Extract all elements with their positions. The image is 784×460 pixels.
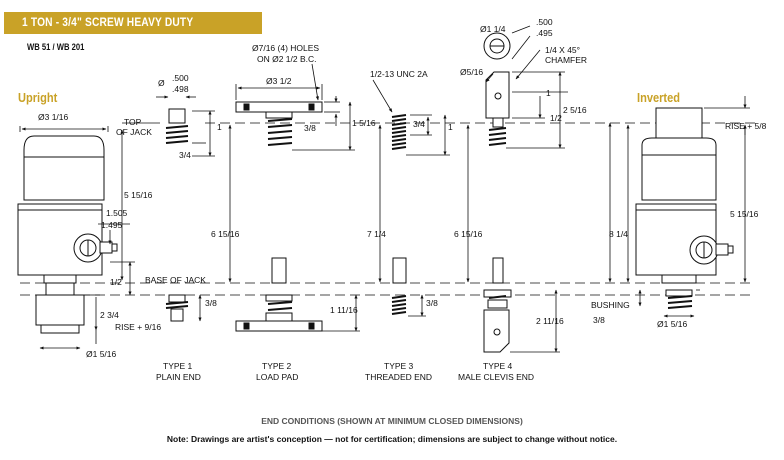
type1-name: TYPE 1 <box>163 361 193 371</box>
label-bushing: BUSHING <box>591 300 630 310</box>
dim-type1-one: 1 <box>217 122 222 132</box>
dim-rise-nine-sixteenths: RISE + 9/16 <box>115 322 161 332</box>
upright-label: Upright <box>18 90 58 105</box>
inverted-jack <box>635 107 734 309</box>
dim-thread-spec: 1/2-13 UNC 2A <box>370 69 428 79</box>
dim-body-height: 5 15/16 <box>124 190 153 200</box>
dim-shank-dia-low: .498 <box>172 84 189 94</box>
dim-type1-three-quarter: 3/4 <box>179 150 191 160</box>
type1-dims <box>156 95 215 322</box>
type2-name: TYPE 2 <box>262 361 292 371</box>
type2-drawing <box>235 101 323 332</box>
dim-rise-five-eighths: RISE + 5/8 <box>725 121 767 131</box>
dim-type2-six-fifteen-sixteenths: 6 15/16 <box>211 229 240 239</box>
dim-type4-one: 1 <box>546 88 551 98</box>
end-conditions-caption: END CONDITIONS (SHOWN AT MINIMUM CLOSED … <box>261 416 523 426</box>
dim-tolerance-low: 1.495 <box>101 220 123 230</box>
dim-bushing-three-eighths: 3/8 <box>593 315 605 325</box>
type3-name: TYPE 3 <box>384 361 414 371</box>
dim-type4-half: 1/2 <box>550 113 562 123</box>
inverted-dims <box>608 96 750 318</box>
type4-name: TYPE 4 <box>483 361 513 371</box>
type1-drawing <box>165 108 189 322</box>
dim-inverted-eight-quarter: 8 1/4 <box>609 229 628 239</box>
dim-type2-one-eleven-sixteenths: 1 11/16 <box>330 305 358 315</box>
type3-dims <box>372 79 450 317</box>
dim-clevis-width-high: .500 <box>536 17 553 27</box>
type4-drawing <box>483 32 512 353</box>
dim-clevis-width-low: .495 <box>536 28 553 38</box>
dim-type3-seven-quarter: 7 1/4 <box>367 229 386 239</box>
dim-type2-one-five-sixteenths: 1 5/16 <box>352 118 376 128</box>
type1-desc: PLAIN END <box>156 372 201 382</box>
page-title: 1 TON - 3/4" SCREW HEAVY DUTY <box>22 15 194 29</box>
dim-type2-three-eighths: 3/8 <box>304 123 316 133</box>
dim-shank-dia-symbol: Ø <box>158 78 165 88</box>
dim-inverted-body-height: 5 15/16 <box>730 209 759 219</box>
label-top-of-jack-2: OF JACK <box>116 127 152 137</box>
dim-two-three-quarter: 2 3/4 <box>100 310 119 320</box>
dim-holes-line1: Ø7/16 (4) HOLES <box>252 43 319 53</box>
dim-chamfer-line1: 1/4 X 45° <box>545 45 580 55</box>
dim-upright-top-diameter: Ø3 1/16 <box>38 112 69 122</box>
dim-pad-diameter: Ø3 1/2 <box>266 76 292 86</box>
dim-clevis-diameter: Ø1 1/4 <box>480 24 506 34</box>
dim-shank-dia-high: .500 <box>172 73 189 83</box>
dim-type4-six-fifteen-sixteenths: 6 15/16 <box>454 229 483 239</box>
dim-type4-two-eleven-sixteenths: 2 11/16 <box>536 316 564 326</box>
dim-half: 1/2 <box>110 277 122 287</box>
disclaimer-note: Note: Drawings are artist's conception —… <box>166 434 618 444</box>
inverted-label: Inverted <box>637 90 680 105</box>
dim-inverted-bottom-diameter: Ø1 5/16 <box>657 319 688 329</box>
title-bar <box>4 12 262 34</box>
dim-type1-three-eighths: 3/8 <box>205 298 217 308</box>
dim-type3-three-eighths: 3/8 <box>426 298 438 308</box>
type2-desc: LOAD PAD <box>256 372 298 382</box>
label-base-of-jack: BASE OF JACK <box>145 275 206 285</box>
type3-desc: THREADED END <box>365 372 432 382</box>
dim-holes-line2: ON Ø2 1/2 B.C. <box>257 54 317 64</box>
model-numbers: WB 51 / WB 201 <box>27 42 85 52</box>
type3-drawing <box>391 114 407 315</box>
dim-type3-one: 1 <box>448 122 453 132</box>
dim-bottom-diameter: Ø1 5/16 <box>86 349 117 359</box>
type4-desc: MALE CLEVIS END <box>458 372 534 382</box>
dim-pin-diameter: Ø5/16 <box>460 67 483 77</box>
label-top-of-jack-1: TOP <box>124 117 142 127</box>
upright-dims <box>19 122 160 350</box>
dim-tolerance-high: 1.505 <box>106 208 128 218</box>
dim-type4-two-five-sixteenths: 2 5/16 <box>563 105 587 115</box>
upright-jack <box>17 135 118 334</box>
dim-type3-three-quarter: 3/4 <box>413 119 425 129</box>
type4-dims <box>466 25 568 353</box>
dim-chamfer-line2: CHAMFER <box>545 55 587 65</box>
type2-dims <box>228 63 360 332</box>
